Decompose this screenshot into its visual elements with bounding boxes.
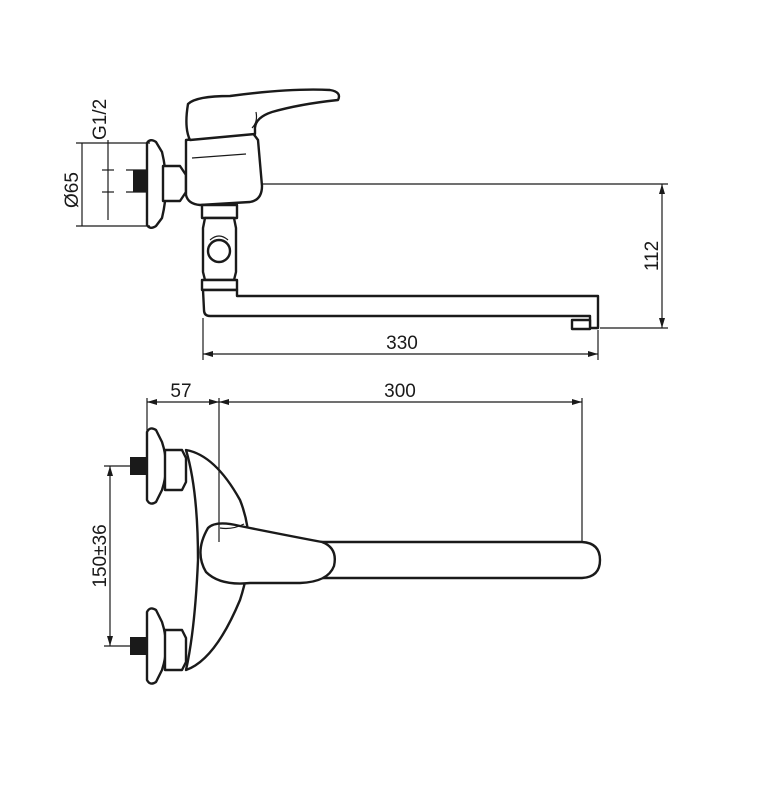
swivel-nut bbox=[200, 203, 239, 220]
top-lever bbox=[199, 522, 336, 585]
inlet-thread bbox=[133, 170, 147, 192]
spout bbox=[201, 288, 600, 330]
dim-length-label: 330 bbox=[386, 333, 418, 354]
aerator bbox=[570, 318, 592, 331]
top-view: 57 300 150±36 bbox=[90, 381, 602, 685]
lever-handle bbox=[185, 88, 341, 142]
dim-spacing-label: 150±36 bbox=[90, 524, 111, 587]
faucet-body bbox=[184, 130, 264, 207]
dim-height-label: 112 bbox=[642, 241, 663, 271]
hex-nut bbox=[161, 164, 188, 203]
bottom-inlet-thread bbox=[130, 637, 147, 655]
bottom-flange bbox=[145, 607, 168, 685]
side-view: G1/2 Ø65 112 330 bbox=[62, 88, 668, 360]
dim-offset-label: 57 bbox=[170, 381, 191, 402]
dim-diameter-label: Ø65 bbox=[62, 172, 83, 208]
dim-thread-label: G1/2 bbox=[90, 99, 111, 140]
top-inlet-thread bbox=[130, 457, 147, 475]
dim-reach-label: 300 bbox=[384, 381, 416, 402]
top-flange bbox=[145, 427, 168, 505]
